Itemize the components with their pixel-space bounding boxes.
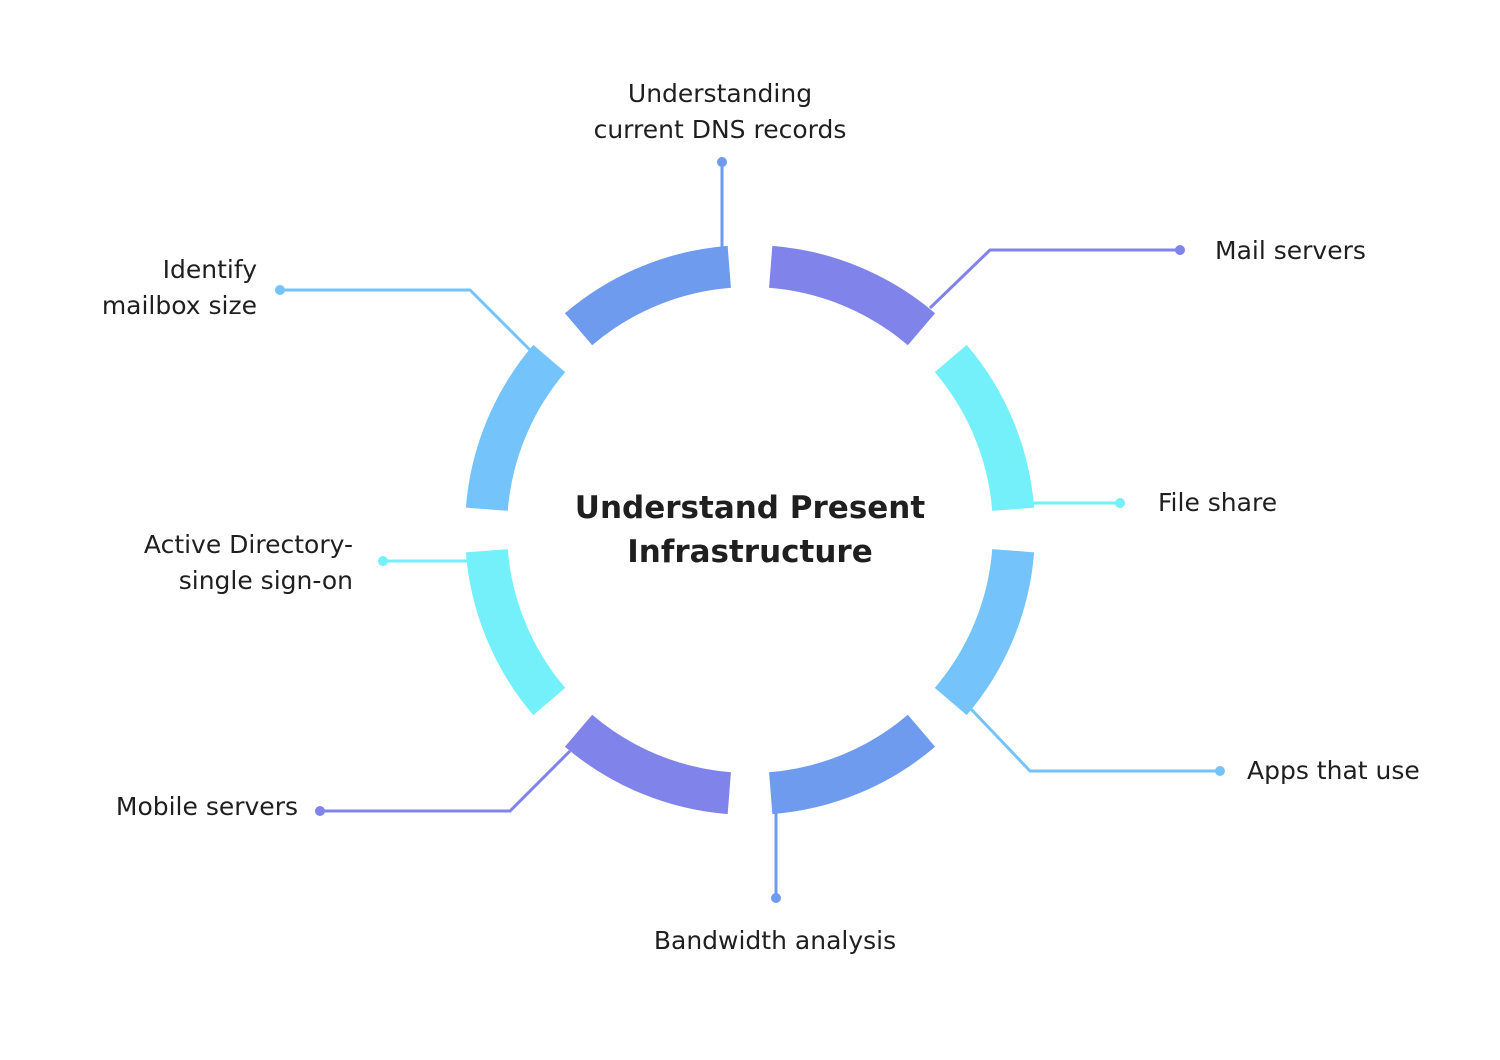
connector-line-mobile-servers — [320, 749, 572, 813]
label-apps-that-use: Apps that use — [1247, 756, 1420, 785]
connector-dot-mail-servers — [1175, 245, 1185, 255]
diagram-title-line: Infrastructure — [627, 534, 873, 570]
connector-dot-identify-mailbox-size — [275, 285, 285, 295]
connector-dot-mobile-servers — [315, 806, 325, 816]
connectors — [275, 157, 1225, 903]
label-file-share: File share — [1158, 488, 1278, 517]
connector-dot-active-directory — [378, 556, 388, 566]
connector-dot-dns-records — [717, 157, 727, 167]
ring-segment-file-share — [934, 344, 1035, 511]
ring-segment-dns-records — [564, 245, 731, 346]
label-identify-mailbox-size: Identify mailbox size — [101, 255, 257, 320]
ring-segment-mail-servers — [769, 245, 936, 346]
ring-segment-identify-mailbox-size — [465, 344, 566, 511]
connector-line-apps-that-use — [969, 707, 1220, 773]
label-active-directory: Active Directory- single sign-on — [143, 530, 353, 595]
connector-dot-file-share — [1115, 498, 1125, 508]
ring-segment-bandwidth-analysis — [769, 714, 936, 815]
label-mail-servers: Mail servers — [1215, 236, 1366, 265]
ring-segments — [465, 245, 1035, 815]
connector-line-identify-mailbox-size — [280, 288, 533, 353]
diagram-title-line: Understand Present — [574, 490, 926, 526]
connector-line-mail-servers — [928, 248, 1180, 310]
label-dns-records: Understanding current DNS records — [593, 79, 847, 144]
connector-dot-bandwidth-analysis — [771, 893, 781, 903]
connector-dot-apps-that-use — [1215, 766, 1225, 776]
ring-segment-mobile-servers — [564, 714, 731, 815]
label-bandwidth-analysis: Bandwidth analysis — [653, 926, 897, 955]
ring-segment-active-directory — [465, 549, 566, 716]
label-mobile-servers: Mobile servers — [115, 792, 298, 821]
ring-segment-apps-that-use — [934, 549, 1035, 716]
